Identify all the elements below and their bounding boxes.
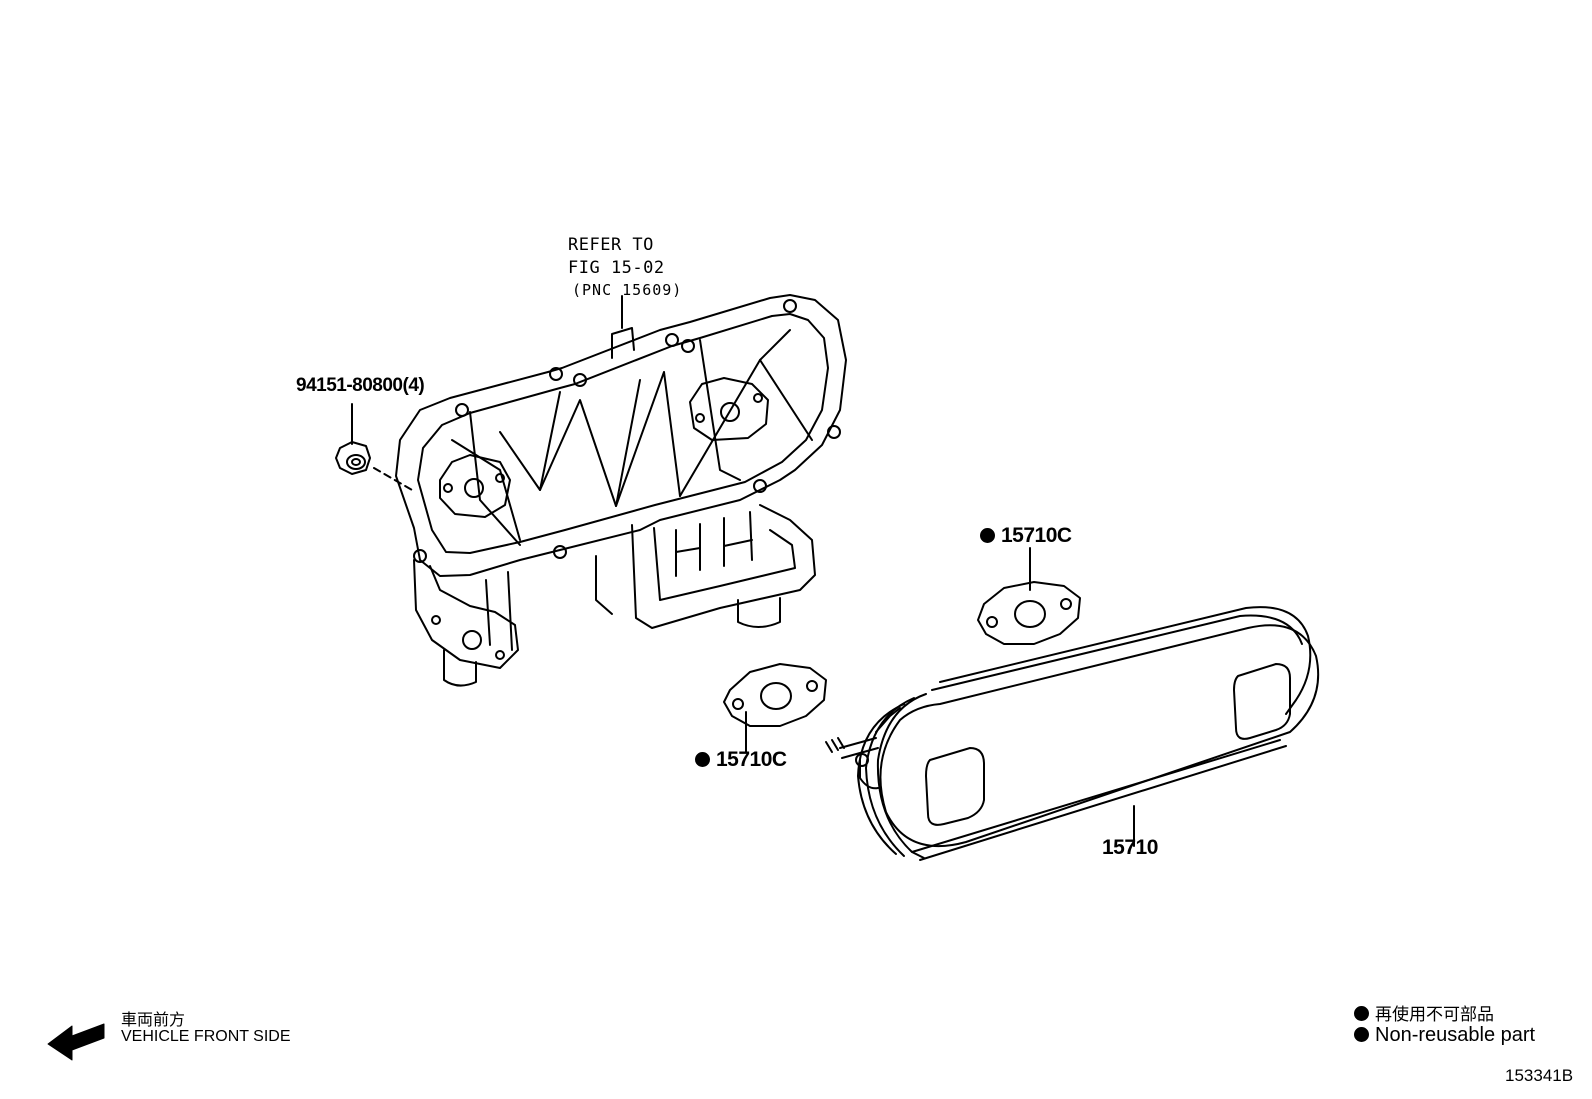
legend-en-text: Non-reusable part xyxy=(1375,1024,1536,1046)
engine-housing xyxy=(395,294,847,687)
legend-en: Non-reusable part xyxy=(1354,1024,1535,1047)
legend-dot-icon xyxy=(1354,1027,1369,1042)
bolt-94151 xyxy=(335,403,413,491)
vehicle-front-jp: 車両前方 xyxy=(121,1012,186,1029)
vehicle-front-arrow-icon xyxy=(47,1023,105,1061)
non-reusable-dot-icon xyxy=(695,752,710,767)
part-number-gasket-upper[interactable]: 15710C xyxy=(980,524,1072,548)
legend-jp-text: 再使用不可部品 xyxy=(1375,1005,1494,1024)
part-number-oil-cooler[interactable]: 15710 xyxy=(1102,836,1158,859)
non-reusable-dot-icon xyxy=(980,528,995,543)
vehicle-front-en: VEHICLE FRONT SIDE xyxy=(121,1028,291,1045)
legend-dot-icon xyxy=(1354,1006,1369,1021)
part-number-bolt[interactable]: 94151-80800(4) xyxy=(296,375,425,396)
refer-to-pnc: (PNC 15609) xyxy=(572,281,683,299)
refer-to-line2: FIG 15-02 xyxy=(568,258,665,278)
refer-to-line1: REFER TO xyxy=(568,235,654,255)
figure-id: 153341B xyxy=(1505,1066,1574,1085)
gasket-upper xyxy=(977,547,1081,645)
gasket-lower-label: 15710C xyxy=(716,748,787,771)
gasket-upper-label: 15710C xyxy=(1001,524,1072,547)
legend-jp: 再使用不可部品 xyxy=(1354,1000,1494,1025)
gasket-lower xyxy=(723,663,827,753)
part-number-gasket-lower[interactable]: 15710C xyxy=(695,748,787,772)
oil-cooler-15710 xyxy=(825,606,1320,861)
